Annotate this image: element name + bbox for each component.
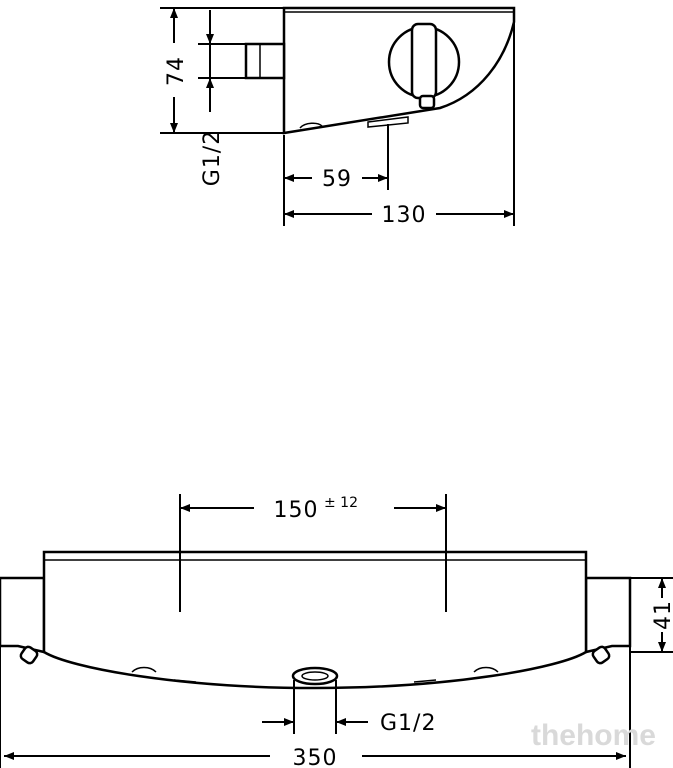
dim-130-line xyxy=(284,22,515,226)
dim-74-line xyxy=(160,7,284,134)
dim-350-label: 350 xyxy=(293,746,338,768)
front-right-connector xyxy=(584,576,632,654)
side-view-connector xyxy=(244,42,286,80)
dim-130-label: 130 xyxy=(382,203,427,228)
dim-thread-side-line xyxy=(198,10,246,112)
dim-350-line xyxy=(0,646,631,768)
watermark: thehome xyxy=(531,719,656,752)
dim-150-label: 150 xyxy=(274,498,319,523)
dim-thread-side-label: G1/2 xyxy=(200,130,225,186)
bottom-outlet xyxy=(291,666,339,690)
dim-41-label: 41 xyxy=(651,600,673,630)
dim-41-line xyxy=(630,577,673,653)
side-view: 74 G1/2 59 130 xyxy=(160,6,516,228)
front-view: 150 ± 12 41 G1/2 350 xyxy=(0,494,673,768)
control-knob xyxy=(387,22,461,110)
dim-150-line xyxy=(179,494,447,612)
dim-thread-bottom-line xyxy=(262,690,368,734)
dim-thread-bottom-label: G1/2 xyxy=(380,711,436,736)
dim-59-label: 59 xyxy=(322,167,352,192)
dim-74-label: 74 xyxy=(164,56,189,86)
front-left-connector xyxy=(0,576,46,654)
dim-150-tolerance: ± 12 xyxy=(324,495,358,511)
